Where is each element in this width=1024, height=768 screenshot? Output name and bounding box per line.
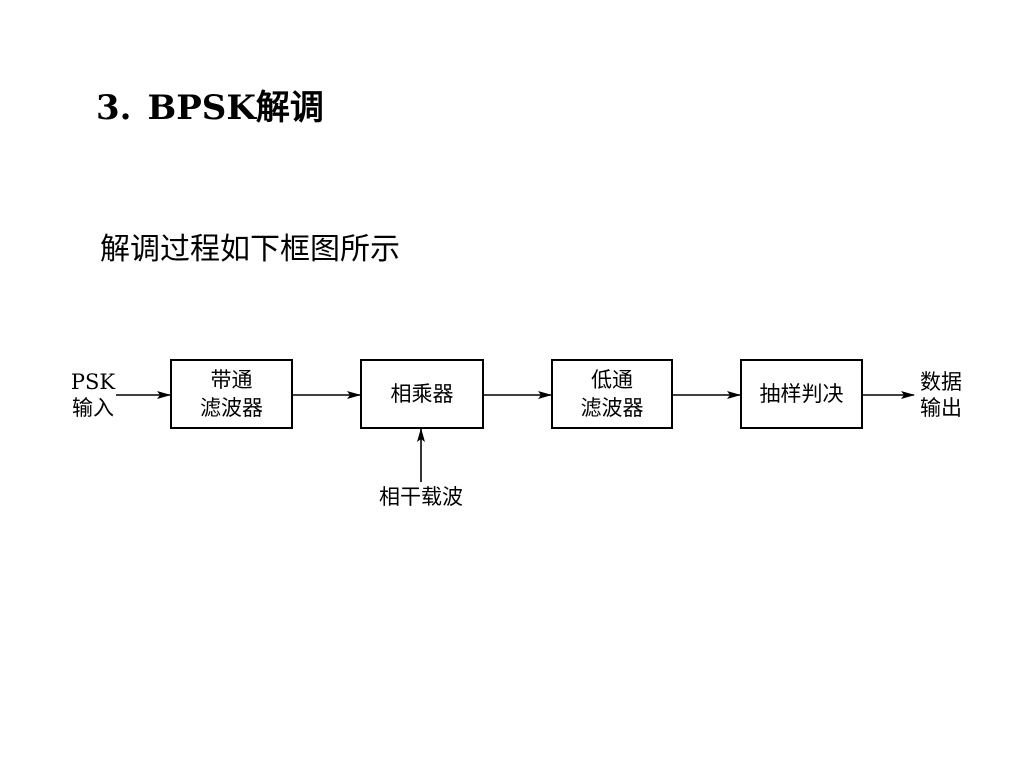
section-number: 3. [96, 88, 132, 128]
bandpass-filter-line2: 滤波器 [200, 396, 263, 420]
sampling-decision-block: 抽样判决 [740, 359, 863, 429]
slide-subtitle: 解调过程如下框图所示 [100, 232, 400, 267]
coherent-carrier-label: 相干载波 [379, 485, 463, 509]
bandpass-filter-block: 带通 滤波器 [170, 359, 293, 429]
title-text: BPSK解调 [147, 88, 324, 128]
sampling-decision-label: 抽样判决 [759, 382, 844, 406]
multiplier-label: 相乘器 [390, 382, 454, 406]
input-label: PSK 输入 [66, 369, 120, 421]
lowpass-filter-block: 低通 滤波器 [551, 359, 673, 429]
output-label: 数据 输出 [912, 369, 970, 421]
input-label-line1: PSK [70, 370, 116, 394]
lowpass-filter-line1: 低通 [591, 368, 633, 392]
slide-title: 3. BPSK解调 [96, 84, 324, 132]
lowpass-filter-line2: 滤波器 [580, 396, 644, 420]
output-label-line2: 输出 [920, 396, 962, 420]
multiplier-block: 相乘器 [360, 359, 484, 429]
input-label-line2: 输入 [72, 396, 114, 420]
output-label-line1: 数据 [920, 370, 962, 394]
bandpass-filter-line1: 带通 [210, 368, 253, 392]
